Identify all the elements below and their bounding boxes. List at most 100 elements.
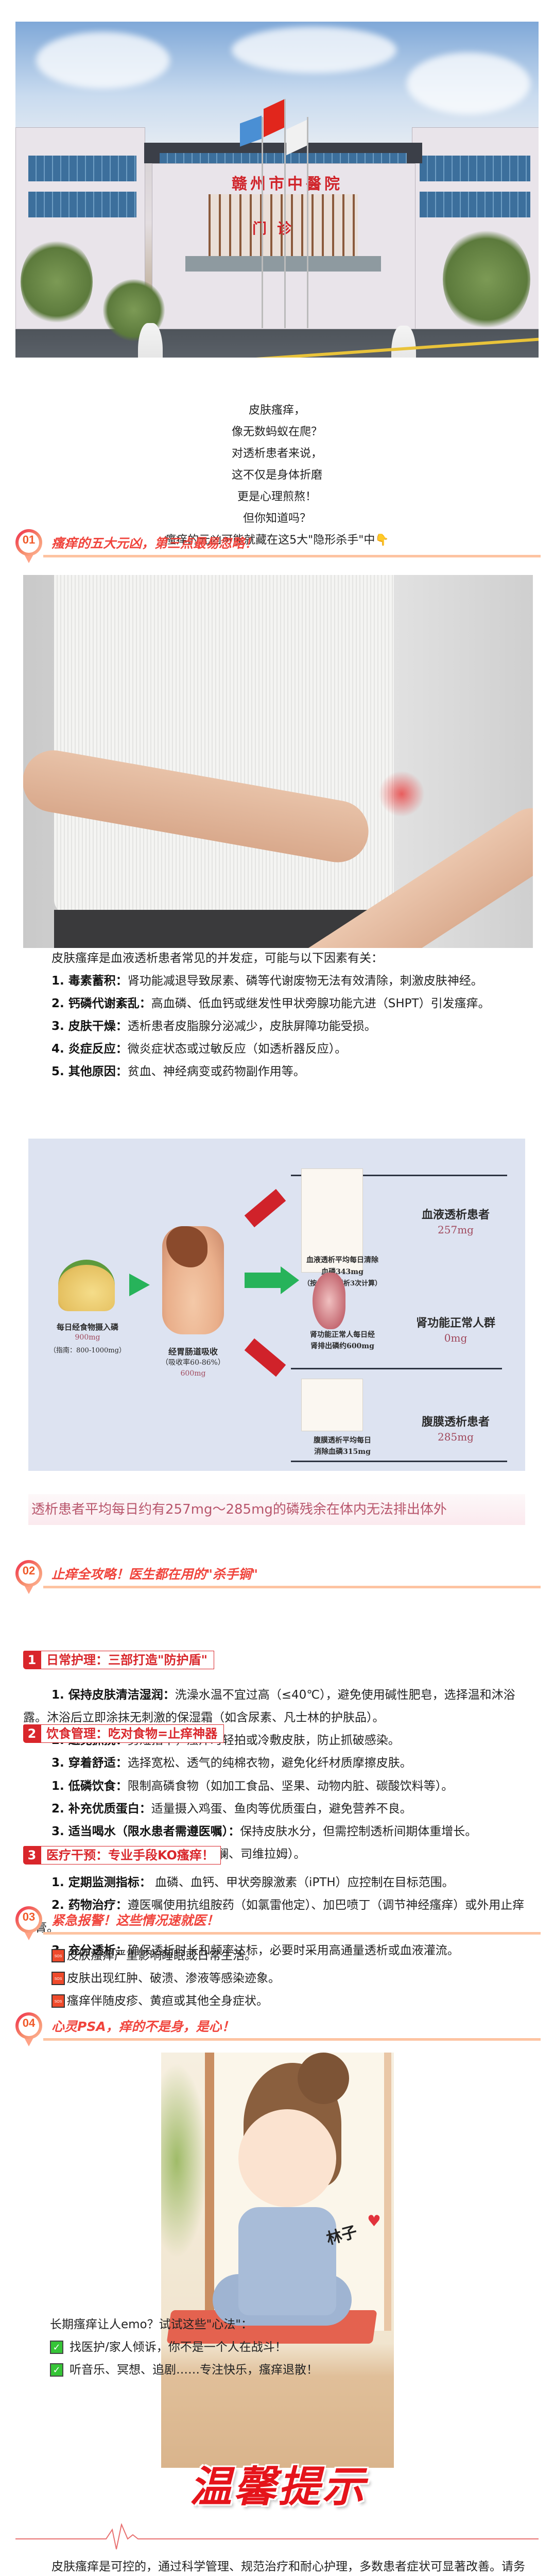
- intro-line: 对透析患者来说，: [231, 447, 322, 460]
- cause-label: 5. 其他原因：: [51, 1065, 128, 1078]
- care-item-text: 保持皮肤水分，但需控制透析间期体重增长。: [240, 1825, 477, 1838]
- location-pin-icon: [15, 1906, 42, 1933]
- cause-item: 2. 钙磷代谢紊乱：高血磷、低血钙或继发性甲状旁腺功能亢进（SHPT）引发瘙痒。: [23, 992, 533, 1015]
- section-01-header: 01 瘙痒的五大元凶，第三点最易忽略！: [15, 529, 541, 575]
- outcome-value: 285mg: [438, 1431, 474, 1443]
- flag-china: [264, 99, 284, 138]
- alert-text: 皮肤瘙痒严重影响睡眠或日常生活。: [67, 1949, 256, 1962]
- care-item-text: 适量摄入鸡蛋、鱼肉等优质蛋白，避免营养不良。: [151, 1802, 412, 1816]
- divider-line: [291, 1461, 507, 1462]
- care-item-label: 1. 定期监测指标：: [51, 1876, 151, 1889]
- cause-item: 5. 其他原因：贫血、神经病变或药物副作用等。: [23, 1060, 533, 1083]
- outcome-value: 257mg: [438, 1224, 474, 1236]
- care-item: 1. 低磷饮食：限制高磷食物（如加工食品、坚果、动物内脏、碳酸饮料等）。: [23, 1775, 533, 1798]
- pd-clear-line1: 腹膜透析平均每日: [314, 1436, 371, 1445]
- intro-line: 瘙痒的元凶可能就藏在这5大"隐形杀手"中👇: [165, 534, 389, 547]
- tag-title: 饮食管理：吃对食物=止痒神器: [41, 1724, 224, 1743]
- care-item: 3. 适当喝水（限水患者需遵医嘱）：保持皮肤水分，但需控制透析间期体重增长。: [23, 1820, 533, 1843]
- section-03-header: 03 紧急报警！这些情况速就医！: [15, 1906, 541, 1953]
- care-item-text: 限制高磷食物（如加工食品、坚果、动物内脏、碳酸饮料等）。: [127, 1780, 454, 1793]
- intro-line: 这不仅是身体折磨: [231, 469, 322, 482]
- kidney-icon: [313, 1273, 345, 1329]
- location-pin-icon: [15, 1560, 42, 1587]
- section-number: 02: [22, 1564, 36, 1577]
- windows: [28, 156, 136, 181]
- cause-text: 微炎症状态或过敏反应（如透析器反应）。: [127, 1042, 347, 1056]
- care-item-text: 选择宽松、透气的纯棉衣物，避免化纤材质摩擦皮肤。: [127, 1756, 412, 1770]
- cause-label: 4. 炎症反应：: [51, 1042, 128, 1056]
- intake-value: 900mg: [75, 1333, 100, 1342]
- pd-clear-line2: 消除血磷315mg: [314, 1448, 371, 1456]
- intro-line: 但你知道吗？: [243, 512, 311, 525]
- tree: [21, 238, 93, 326]
- red-arrow-up-icon: [244, 1189, 286, 1228]
- care-item-label: 1. 低磷饮食：: [51, 1780, 128, 1793]
- hemodialysis-illustration: [301, 1168, 363, 1273]
- section-02-header: 02 止痒全攻略！医生都在用的"杀手锏": [15, 1560, 541, 1606]
- cause-label: 1. 毒素蓄积：: [51, 974, 128, 988]
- care-item-text: 血磷、血钙、甲状旁腺激素（iPTH）应控制在目标范围。: [151, 1876, 454, 1889]
- mind-intro: 长期瘙痒让人emo？试试这些"心法"：: [50, 2318, 253, 2331]
- green-arrow-icon: [129, 1274, 150, 1296]
- section-title: 紧急报警！这些情况速就医！: [51, 1913, 219, 1928]
- outcome-group: 肾功能正常人群: [416, 1316, 495, 1330]
- hd-clear-line2: 血磷343mg: [321, 1268, 363, 1276]
- section-divider: [43, 1932, 541, 1935]
- absorb-label: 经胃肠道吸收: [168, 1347, 218, 1357]
- section-divider: [43, 1586, 541, 1588]
- mind-item-text: 找医护/家人倾诉，你不是一个人在战斗！: [70, 2341, 287, 2354]
- windows: [28, 192, 136, 217]
- care-item-label: 3. 穿着舒适：: [51, 1756, 128, 1770]
- care-item: 3. 穿着舒适：选择宽松、透气的纯棉衣物，避免化纤材质摩擦皮肤。: [23, 1752, 533, 1774]
- sos-icon: SOS: [51, 1972, 65, 1985]
- tag-title: 医疗干预：专业手段KO瘙痒！: [41, 1846, 221, 1865]
- peritoneal-dialysis-illustration: [301, 1379, 363, 1431]
- absorb-note: （吸收率60-86%）: [161, 1359, 225, 1367]
- windows: [420, 156, 530, 181]
- section-title: 止痒全攻略！医生都在用的"杀手锏": [51, 1567, 258, 1582]
- intro-line: 更是心理煎熬！: [237, 490, 317, 503]
- kidney-line2: 肾排出磷约600mg: [310, 1342, 374, 1350]
- tag-number: 1: [23, 1651, 41, 1669]
- intro-line: 皮肤瘙痒，: [248, 404, 305, 417]
- care-item-label: 2. 补充优质蛋白：: [51, 1802, 151, 1816]
- care-item: 3. 充分透析：确保透析时长和频率达标，必要时采用高通量透析或血液灌流。: [23, 1939, 533, 1962]
- location-pin-icon: [15, 2012, 42, 2039]
- hd-clear-line1: 血液透析平均每日清除: [306, 1256, 378, 1264]
- windows: [160, 153, 407, 164]
- cause-item: 3. 皮肤干燥：透析患者皮脂腺分泌减少，皮肤屏障功能受损。: [23, 1015, 533, 1038]
- care-item-text: 洗澡水温不宜过高（≤40℃），避免使用碱性肥皂，选择温和沐浴露。沐浴后立即涂抹无…: [23, 1688, 515, 1724]
- tree: [443, 228, 530, 331]
- alert-text: 瘙痒伴随皮疹、黄疸或其他全身症状。: [67, 1994, 268, 2008]
- cloud: [407, 53, 530, 114]
- tip-body: 皮肤瘙痒是可控的，通过科学管理、规范治疗和耐心护理，多数患者症状可显著改善。请务…: [23, 2555, 533, 2576]
- causes-intro: 皮肤瘙痒是血液透析患者常见的并发症，可能与以下因素有关：: [51, 952, 383, 965]
- hospital-sign: 赣州市中醫院: [232, 175, 343, 193]
- cloud: [36, 32, 170, 89]
- itchy-arm-photo: [23, 575, 533, 948]
- diagram-caption: 透析患者平均每日约有257mg～285mg的磷残余在体内无法排出体外: [28, 1494, 525, 1525]
- windows: [420, 192, 530, 217]
- hair-bun: [298, 2053, 349, 2104]
- statue: [138, 323, 163, 358]
- red-arrow-down-icon: [244, 1338, 286, 1377]
- care-item-label: 1. 保持皮肤清洁湿润：: [51, 1688, 175, 1702]
- flag-pole: [262, 117, 263, 328]
- care-item-label: 2. 药物治疗：: [51, 1899, 128, 1912]
- face: [238, 2109, 336, 2207]
- section-title: 瘙痒的五大元凶，第三点最易忽略！: [51, 536, 258, 551]
- food-taco-icon: [58, 1260, 115, 1311]
- cause-item: 4. 炎症反应：微炎症状态或过敏反应（如透析器反应）。: [23, 1038, 533, 1060]
- care-group-3-list: 1. 定期监测指标： 血磷、血钙、甲状旁腺激素（iPTH）应控制在目标范围。 2…: [23, 1871, 533, 1962]
- care-item-label: 3. 适当喝水（限水患者需遵医嘱）：: [51, 1825, 240, 1838]
- sos-icon: SOS: [51, 1949, 65, 1962]
- plant: [161, 2063, 207, 2259]
- cause-text: 透析患者皮脂腺分泌减少，皮肤屏障功能受损。: [127, 1020, 376, 1033]
- facade-slats: [209, 194, 358, 256]
- mind-item-text: 听音乐、冥想、追剧……专注快乐，瘙痒退散！: [70, 2363, 318, 2377]
- outcome-group: 腹膜透析患者: [421, 1415, 490, 1429]
- section-title: 心灵PSA，痒的不是身，是心！: [51, 2019, 235, 2034]
